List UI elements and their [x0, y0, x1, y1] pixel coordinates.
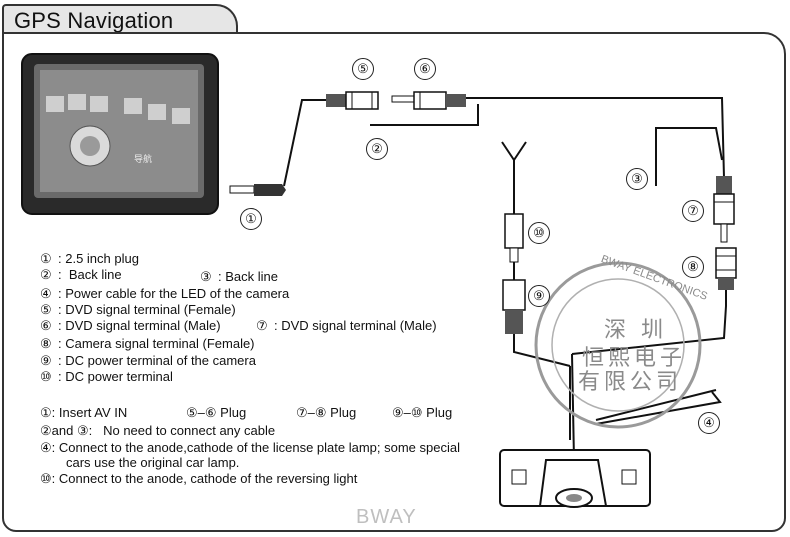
callout-7: ⑦: [682, 200, 704, 222]
legend-label: DC power terminal of the camera: [65, 353, 256, 368]
callout-2: ②: [366, 138, 388, 160]
connector-5-icon: [326, 91, 379, 110]
connector-7-icon: [713, 176, 735, 243]
legend-label: 2.5 inch plug: [65, 251, 139, 266]
header-tab: GPS Navigation: [2, 4, 238, 34]
diagram-frame: [2, 32, 786, 532]
legend-text-5: : DVD signal terminal (Female): [58, 302, 236, 317]
legend-text-10: : DC power terminal: [58, 369, 173, 384]
callout-3: ③: [626, 168, 648, 190]
legend-label: DC power terminal: [65, 369, 173, 384]
callout-6: ⑥: [414, 58, 436, 80]
instruction-num: ②: [40, 423, 52, 438]
legend-text-7: : DVD signal terminal (Male): [274, 318, 437, 333]
instruction-no-connect: ②and ③: No need to connect any cable: [40, 423, 276, 438]
callout-9: ⑨: [528, 285, 550, 307]
legend-num-4: ④: [40, 286, 52, 301]
page-title: GPS Navigation: [14, 8, 174, 33]
legend-num-10: ⑩: [40, 369, 52, 384]
legend-num-6: ⑥: [40, 318, 52, 333]
legend-num-9: ⑨: [40, 353, 52, 368]
instruction-label: No need to connect any cable: [103, 423, 276, 438]
instruction-label: Insert AV IN: [58, 405, 128, 420]
instruction-plug-910: ⑨–⑩ Plug: [392, 405, 453, 420]
instruction-anode-lamp: ④: Connect to the anode,cathode of the l…: [40, 440, 460, 455]
legend-text-4: : Power cable for the LED of the camera: [58, 286, 290, 301]
legend-text-6: : DVD signal terminal (Male): [58, 318, 221, 333]
legend-num-3: ③: [200, 269, 212, 284]
seal-text-line3: 有限公司: [578, 370, 683, 395]
seal-text-line2: 恒熙电子: [582, 346, 687, 371]
gps-device-icon: 导航: [21, 53, 219, 215]
callout-8: ⑧: [682, 256, 704, 278]
legend-text-3: : Back line: [218, 269, 278, 284]
instruction-plug-56: ⑤–⑥ Plug: [186, 405, 247, 420]
legend-label: Camera signal terminal (Female): [65, 336, 255, 351]
legend-label: Back line: [225, 269, 278, 284]
legend-num-2: ②: [40, 267, 52, 282]
legend-text-1: : 2.5 inch plug: [58, 251, 139, 266]
legend-label: Power cable for the LED of the camera: [65, 286, 290, 301]
legend-num-1: ①: [40, 251, 52, 266]
instruction-num: ④: [40, 440, 52, 455]
connector-9-icon: [502, 279, 526, 334]
connector-6-icon: [391, 91, 466, 110]
callout-4: ④: [698, 412, 720, 434]
instruction-label: Connect to the anode, cathode of the rev…: [58, 471, 358, 486]
legend-text-2: : Back line: [58, 267, 122, 282]
callout-5: ⑤: [352, 58, 374, 80]
connector-8-icon: [715, 247, 737, 290]
instruction-insert-av: ①: Insert AV IN: [40, 405, 128, 420]
instruction-plug-78: ⑦–⑧ Plug: [296, 405, 357, 420]
connector-10-icon: [504, 213, 524, 263]
instruction-and: and: [51, 423, 74, 438]
legend-label: DVD signal terminal (Male): [281, 318, 437, 333]
company-seal: [534, 261, 702, 429]
instruction-anode-lamp-2: cars use the original car lamp.: [66, 455, 240, 470]
camera-icon: [499, 449, 651, 508]
instruction-anode-reverse: ⑩: Connect to the anode, cathode of the …: [40, 471, 358, 486]
instruction-num: ①: [40, 405, 52, 420]
callout-1: ①: [240, 208, 262, 230]
legend-text-9: : DC power terminal of the camera: [58, 353, 256, 368]
instruction-num: ⑩: [40, 471, 52, 486]
svg-text:导航: 导航: [134, 153, 152, 165]
legend-label: DVD signal terminal (Male): [65, 318, 221, 333]
legend-text-8: : Camera signal terminal (Female): [58, 336, 255, 351]
legend-label: DVD signal terminal (Female): [65, 302, 236, 317]
legend-label: Back line: [68, 267, 122, 282]
watermark: BWAY: [356, 506, 417, 528]
plug-icon: [229, 184, 286, 196]
callout-10: ⑩: [528, 222, 550, 244]
legend-num-5: ⑤: [40, 302, 52, 317]
legend-num-8: ⑧: [40, 336, 52, 351]
legend-num-7: ⑦: [256, 318, 268, 333]
instruction-label: Connect to the anode,cathode of the lice…: [58, 440, 460, 455]
instruction-num: ③: [76, 423, 89, 438]
seal-text-line1: 深 圳: [604, 318, 667, 343]
